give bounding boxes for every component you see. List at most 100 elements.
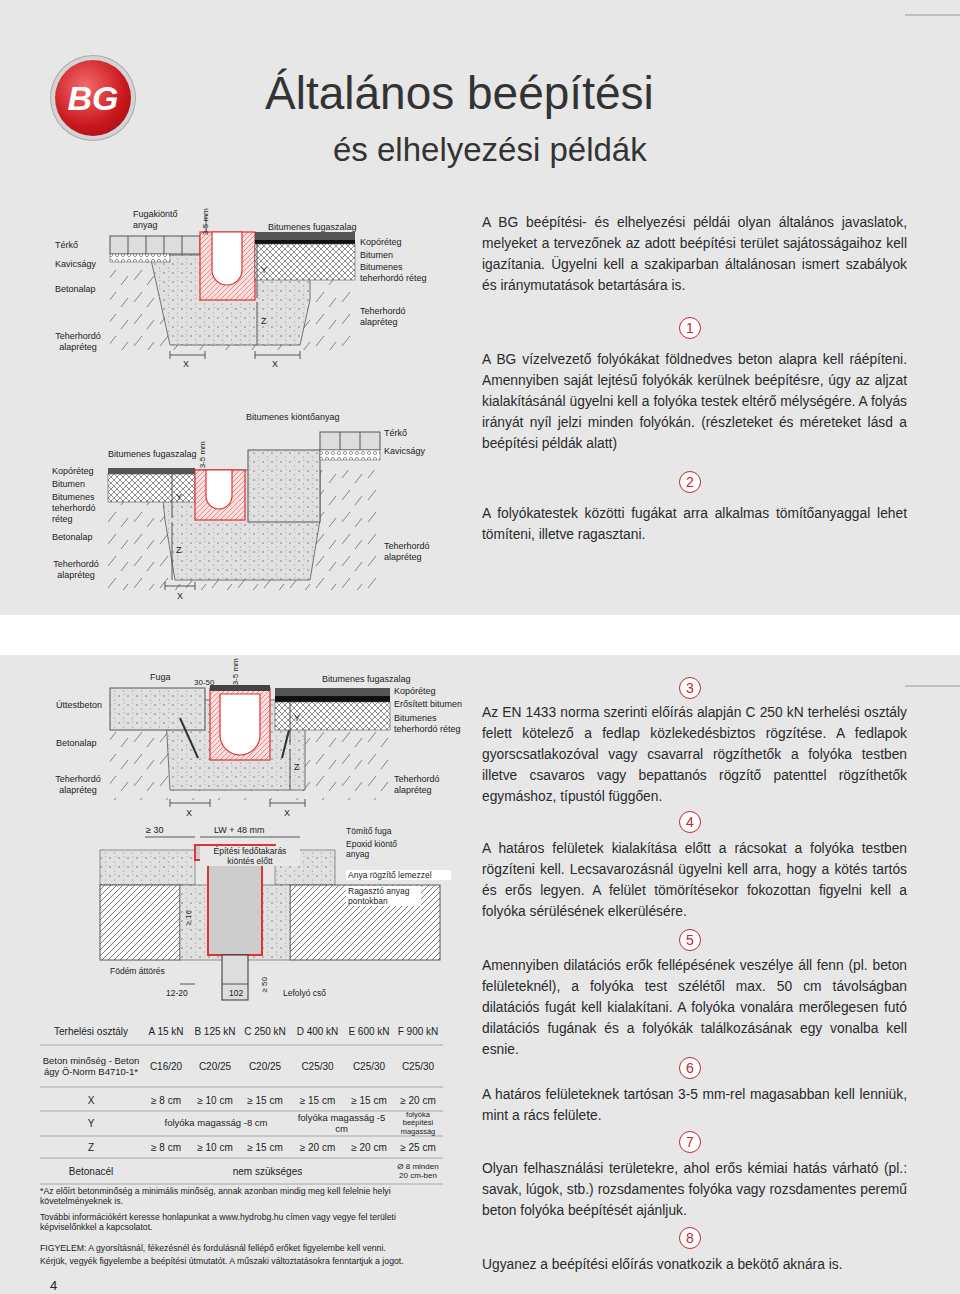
diagram-label: Térkő <box>384 428 434 439</box>
diagram-label: Tömítő fuga <box>346 826 426 836</box>
diagram-label: Kavicságy <box>384 446 444 457</box>
table-cell: C16/20 <box>142 1048 190 1085</box>
body-text: Olyan felhasználási területekre, ahol er… <box>482 1158 907 1221</box>
body-text: Az EN 1433 norma szerinti előírás alapjá… <box>482 702 907 807</box>
diagram-label: Betonalap <box>56 738 108 749</box>
dimension-label: 3-5 mm <box>231 652 241 692</box>
table-cell: Z <box>40 1137 142 1158</box>
body-text: Amennyiben dilatációs erők fellépésének … <box>482 955 907 1060</box>
diagram-label: Kérjük, vegyék figyelembe a beépítési út… <box>40 1256 460 1266</box>
diagram-label: X <box>183 359 195 370</box>
drawing-part <box>257 244 258 298</box>
drawing-part <box>108 474 195 502</box>
diagram-label: X <box>186 808 198 819</box>
table-cell: B 125 kN <box>190 1020 240 1043</box>
table-cell: folyóka magasság -5 cm <box>290 1112 393 1135</box>
diagram-label: X <box>272 359 284 370</box>
drawing-part <box>210 688 270 760</box>
drawing-part <box>210 685 270 691</box>
table-cell: ≥ 20 cm <box>345 1137 393 1158</box>
diagram-label: Térkő <box>55 240 100 251</box>
table-cell: C25/30 <box>393 1048 443 1085</box>
table-cell: C25/30 <box>345 1048 393 1085</box>
table-grid <box>40 1045 443 1184</box>
drawing-part <box>905 15 960 16</box>
drawing-part <box>40 1045 443 1046</box>
body-text: A BG beépítési- és elhelyezési példái ol… <box>482 212 907 296</box>
diagram-label: Bitumenes teherhordó réteg <box>52 492 106 524</box>
drawing-part <box>170 216 300 359</box>
drawing-part <box>170 702 305 807</box>
drawing-part <box>290 885 440 960</box>
corner-rule <box>905 15 960 686</box>
table-cell: nem szükséges <box>142 1160 393 1183</box>
section-2 <box>108 432 380 590</box>
table-cell: E 600 kN <box>345 1020 393 1043</box>
drawing-part <box>145 837 300 984</box>
diagram-label: X <box>284 808 296 819</box>
table-cell: ≥ 20 cm <box>290 1137 345 1158</box>
table-cell: ≥ 10 cm <box>190 1090 240 1110</box>
section-1 <box>110 216 355 359</box>
table-cell: F 900 kN <box>393 1020 443 1043</box>
drawing-part <box>257 302 258 345</box>
callout-number: 2 <box>679 471 701 493</box>
diagram-label: Z <box>176 545 188 556</box>
drawing-part <box>170 799 171 807</box>
drawing-part <box>100 885 180 960</box>
diagram-label: Y <box>176 492 188 503</box>
diagram-label: Lefolyó cső <box>283 988 353 998</box>
diagram-label: Teherhordó alapréteg <box>46 559 106 581</box>
table-cell: Beton minőség - Beton ágy Ö-Norm B4710-1… <box>40 1048 142 1085</box>
drawing-part <box>108 468 195 474</box>
callout-number: 7 <box>679 1131 701 1153</box>
drawing-part <box>200 232 255 300</box>
drawing-part <box>40 1136 443 1137</box>
drawing-part <box>110 688 205 730</box>
drawing-part <box>905 686 960 687</box>
drawing-part <box>170 355 205 356</box>
diagram-label: Bitumen <box>360 250 440 261</box>
drawing-part <box>270 799 271 807</box>
diagram-label: Ragasztó anyag pontokban <box>346 886 421 906</box>
drawing-part <box>255 232 355 240</box>
table-cell: C20/25 <box>240 1048 290 1085</box>
diagram-label: Fugakiöntő anyag <box>133 209 195 231</box>
diagram-label: Teherhordó alapréteg <box>48 331 108 353</box>
drawing-part <box>170 803 210 804</box>
drawing-part <box>40 1111 443 1112</box>
table-cell: folyóka beépítési magasság <box>393 1112 443 1135</box>
diagram-label: Kopóréteg <box>360 237 440 248</box>
diagram-label: Erősített bitumen <box>394 699 484 710</box>
drawing-part <box>210 799 211 807</box>
diagram-label: Y <box>294 713 306 724</box>
drawing-part <box>100 850 195 885</box>
drawing-part <box>40 1158 443 1159</box>
drawing-part <box>172 522 173 580</box>
table-cell: C 250 kN <box>240 1020 290 1043</box>
table-cell: Terhelési osztály <box>40 1020 142 1043</box>
diagram-label: FIGYELEM: A gyorsításnál, fékezésnél és … <box>40 1243 460 1253</box>
diagram-label: További információkért keresse honlapunk… <box>40 1212 450 1233</box>
diagram-label: Födém áttörés <box>110 966 190 976</box>
table-cell: D 400 kN <box>290 1020 345 1043</box>
diagram-label: Bitumenes teherhordó réteg <box>394 713 479 735</box>
drawing-part <box>195 582 196 590</box>
diagram-label: *Az előírt betonminőség a minimális minő… <box>40 1186 450 1207</box>
drawing-part <box>270 803 305 804</box>
callout-number: 5 <box>679 929 701 951</box>
diagram-label: 102 <box>229 988 259 998</box>
drawing-part <box>290 749 291 790</box>
diagram-label: Epoxid kiöntő anyag <box>346 839 411 859</box>
body-text: A BG vízelvezető folyókákat földnedves b… <box>482 349 907 454</box>
drawing-part <box>300 351 301 359</box>
drawing-part <box>170 351 171 359</box>
dimension-label: 3-5 mm <box>198 435 208 475</box>
drawing-part <box>320 450 380 460</box>
diagram-label: Kavicságy <box>55 259 105 270</box>
diagram-label: Bitumenes kiöntőanyag <box>246 412 366 423</box>
table-cell: Betonacél <box>40 1160 142 1183</box>
body-text: Ugyanez a beépítési előírás vonatkozik a… <box>482 1254 907 1275</box>
section-4 <box>100 837 440 1000</box>
